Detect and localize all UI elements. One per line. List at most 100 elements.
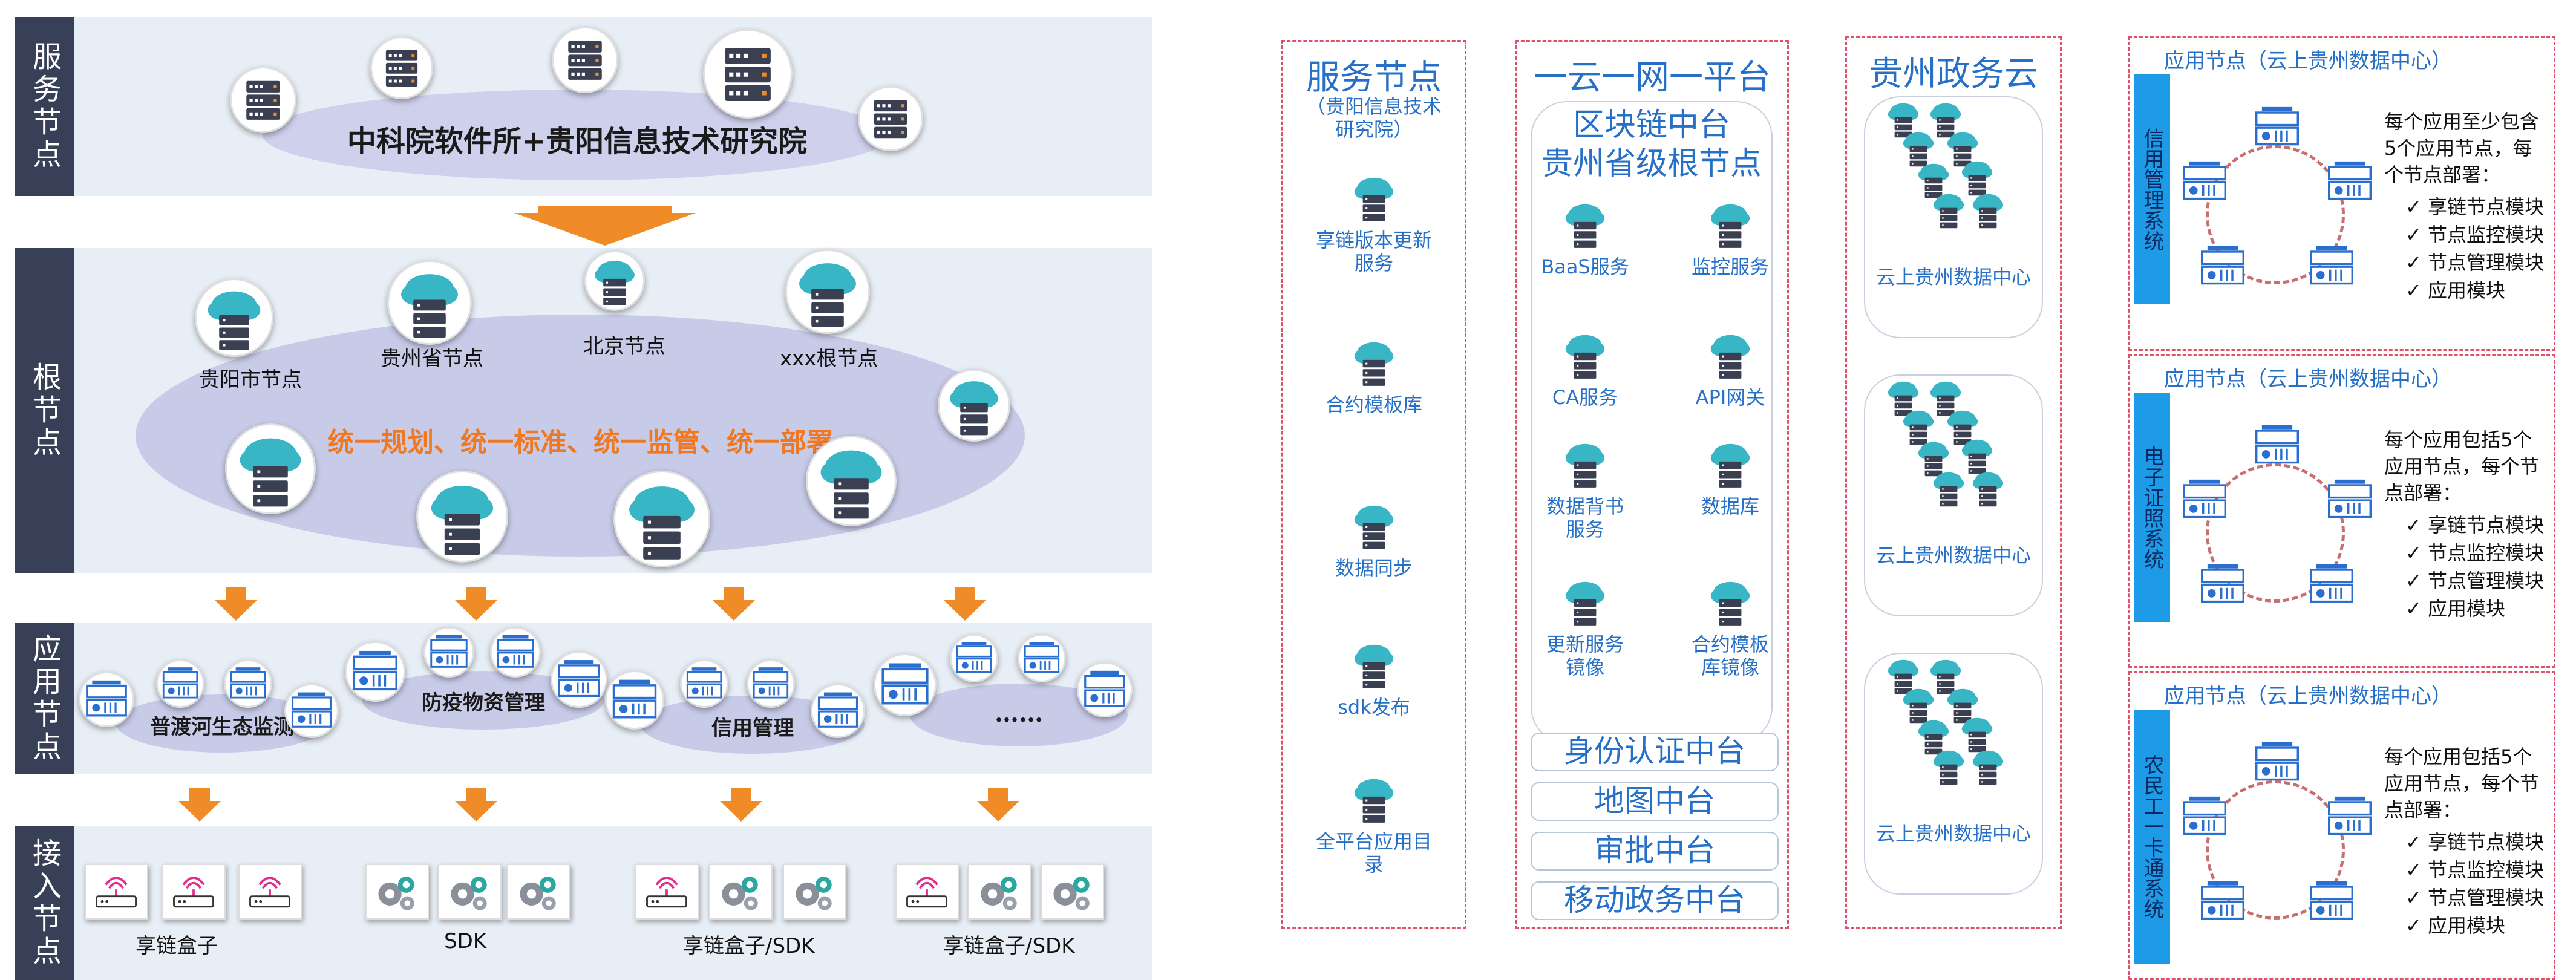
app-server-icon [874,653,937,716]
cloud-server-icon [1955,711,1999,757]
app-node-desc: 每个应用包括5个应用节点，每个节点部署： [2384,428,2540,505]
app-server-icon [2177,475,2232,526]
module-item: ✓ 应用模块 [2405,914,2505,937]
app-server-icon [1077,662,1133,717]
app-server-icon [2304,242,2359,293]
arrow-service-to-root [514,206,696,248]
band-label: 服务节点 [15,17,74,196]
platform-service: CA服务 [1525,327,1646,409]
cloud-server-icon [1927,466,1970,512]
service-item-label: 数据同步 [1335,557,1413,580]
platform-service: 合约模板库镜像 [1670,573,1791,679]
cloud-server-icon [416,471,508,563]
pill: 地图中台 [1531,782,1779,821]
server-icon [370,36,433,99]
server-icon [703,29,793,119]
node-ring [2206,463,2345,603]
arrow-app-to-access [455,788,497,824]
cloud-server-icon [195,278,273,357]
arrow-root-to-app [215,587,257,623]
cloud-server-icon [1966,188,2010,234]
cloud-server-icon [1941,404,1984,450]
app-server-icon [284,684,339,738]
cloud-server-icon [1881,375,1925,421]
platform-service-label: 更新服务镜像 [1546,633,1624,679]
app-server-icon [2195,560,2251,611]
service-column-subtitle-text: （贵阳信息技术研究院） [1306,95,1442,141]
app-server-icon [950,634,998,682]
pill: 移动政务中台 [1531,881,1779,920]
app-group-label: 信用管理 [711,716,794,740]
platform-service-label: CA服务 [1552,386,1618,409]
band-label: 接入节点 [15,826,74,980]
platform-service-label: 数据背书服务 [1546,495,1624,541]
platform-service-label: 监控服务 [1691,255,1769,278]
server-icon [230,67,296,133]
blockchain-header: 区块链中台 贵州省级根节点 [1541,107,1762,182]
service-item-label: 享链版本更新服务 [1315,229,1432,275]
app-server-icon [2177,157,2232,208]
module-item: ✓ 节点监控模块 [2405,541,2544,564]
cloud-server-icon [785,249,870,334]
gear-icon [365,864,429,920]
app-server-icon [2249,738,2305,789]
service-item-label: sdk发布 [1338,696,1410,719]
cluster-label: 云上贵州数据中心 [1875,266,2031,289]
band-label: 根节点 [15,248,74,573]
app-server-icon [2177,792,2232,843]
app-node-box: 应用节点（云上贵州数据中心） 农民工一卡通系统 每个应用包括5个应用节点，每个节… [2128,671,2555,980]
app-node-header: 应用节点（云上贵州数据中心） [2164,684,2452,708]
platform-service: 监控服务 [1670,196,1791,278]
cloud-server-icon [1927,188,1970,234]
cluster-label: 云上贵州数据中心 [1875,544,2031,567]
app-server-icon [345,641,405,702]
app-server-icon [2249,421,2305,472]
app-server-icon [2304,877,2359,928]
app-server-icon [224,659,272,708]
module-item: ✓ 享链节点模块 [2405,514,2544,537]
service-column: 服务节点 （贵阳信息技术研究院） [1281,40,1466,929]
root-node-label: xxx根节点 [780,347,878,371]
service-item: 全平台应用目录 [1289,771,1459,876]
cloud-server-icon [1941,126,1984,172]
server-icon [858,86,923,151]
service-column-subtitle: （贵阳信息技术研究院） [1283,95,1465,141]
app-server-icon [2195,242,2251,293]
module-item: ✓ 节点监控模块 [2405,858,2544,881]
module-item: ✓ 应用模块 [2405,597,2505,620]
access-group-label: SDK [444,929,487,953]
root-node-label: 北京节点 [583,335,665,359]
cloud-server-icon [225,423,316,514]
service-ellipse: 中科院软件所+贵阳信息技术研究院 [263,90,892,180]
platform-service: 数据库 [1670,436,1791,518]
server-icon [552,27,618,93]
service-item: 合约模板库 [1289,334,1459,416]
router-icon [238,864,302,920]
platform-column: 一云一网一平台 区块链中台 贵州省级根节点 身份认证中台 地图中台 审批中台 移… [1515,40,1789,929]
platform-service-label: 数据库 [1701,495,1759,518]
access-group-label: 享链盒子/SDK [683,934,815,958]
app-server-icon [423,627,474,678]
gear-icon [1041,864,1104,920]
band-label: 应用节点 [15,623,74,774]
app-server-icon [2195,877,2251,928]
platform-service-label: API网关 [1695,386,1765,409]
platform-service: API网关 [1670,327,1791,409]
cluster-label: 云上贵州数据中心 [1875,822,2031,845]
cloud-server-icon [806,436,897,526]
service-ellipse-text: 中科院软件所+贵阳信息技术研究院 [347,125,808,158]
module-item: ✓ 节点监控模块 [2405,223,2544,246]
cloud-server-icon [1924,375,1967,421]
router-icon [162,864,226,920]
cloud-server-icon [1966,466,2010,512]
arrow-app-to-access [977,788,1019,824]
cloud-server-icon [1924,97,1967,143]
app-server-icon [156,659,204,708]
cloud-server-icon [1912,436,1955,482]
platform-column-title: 一云一网一平台 [1534,58,1771,97]
arrow-app-to-access [178,788,221,824]
gov-cloud-title: 贵州政务云 [1869,54,2038,94]
root-node-label: 贵州省节点 [381,347,483,371]
router-icon [635,864,699,920]
cloud-server-icon [1966,744,2010,790]
